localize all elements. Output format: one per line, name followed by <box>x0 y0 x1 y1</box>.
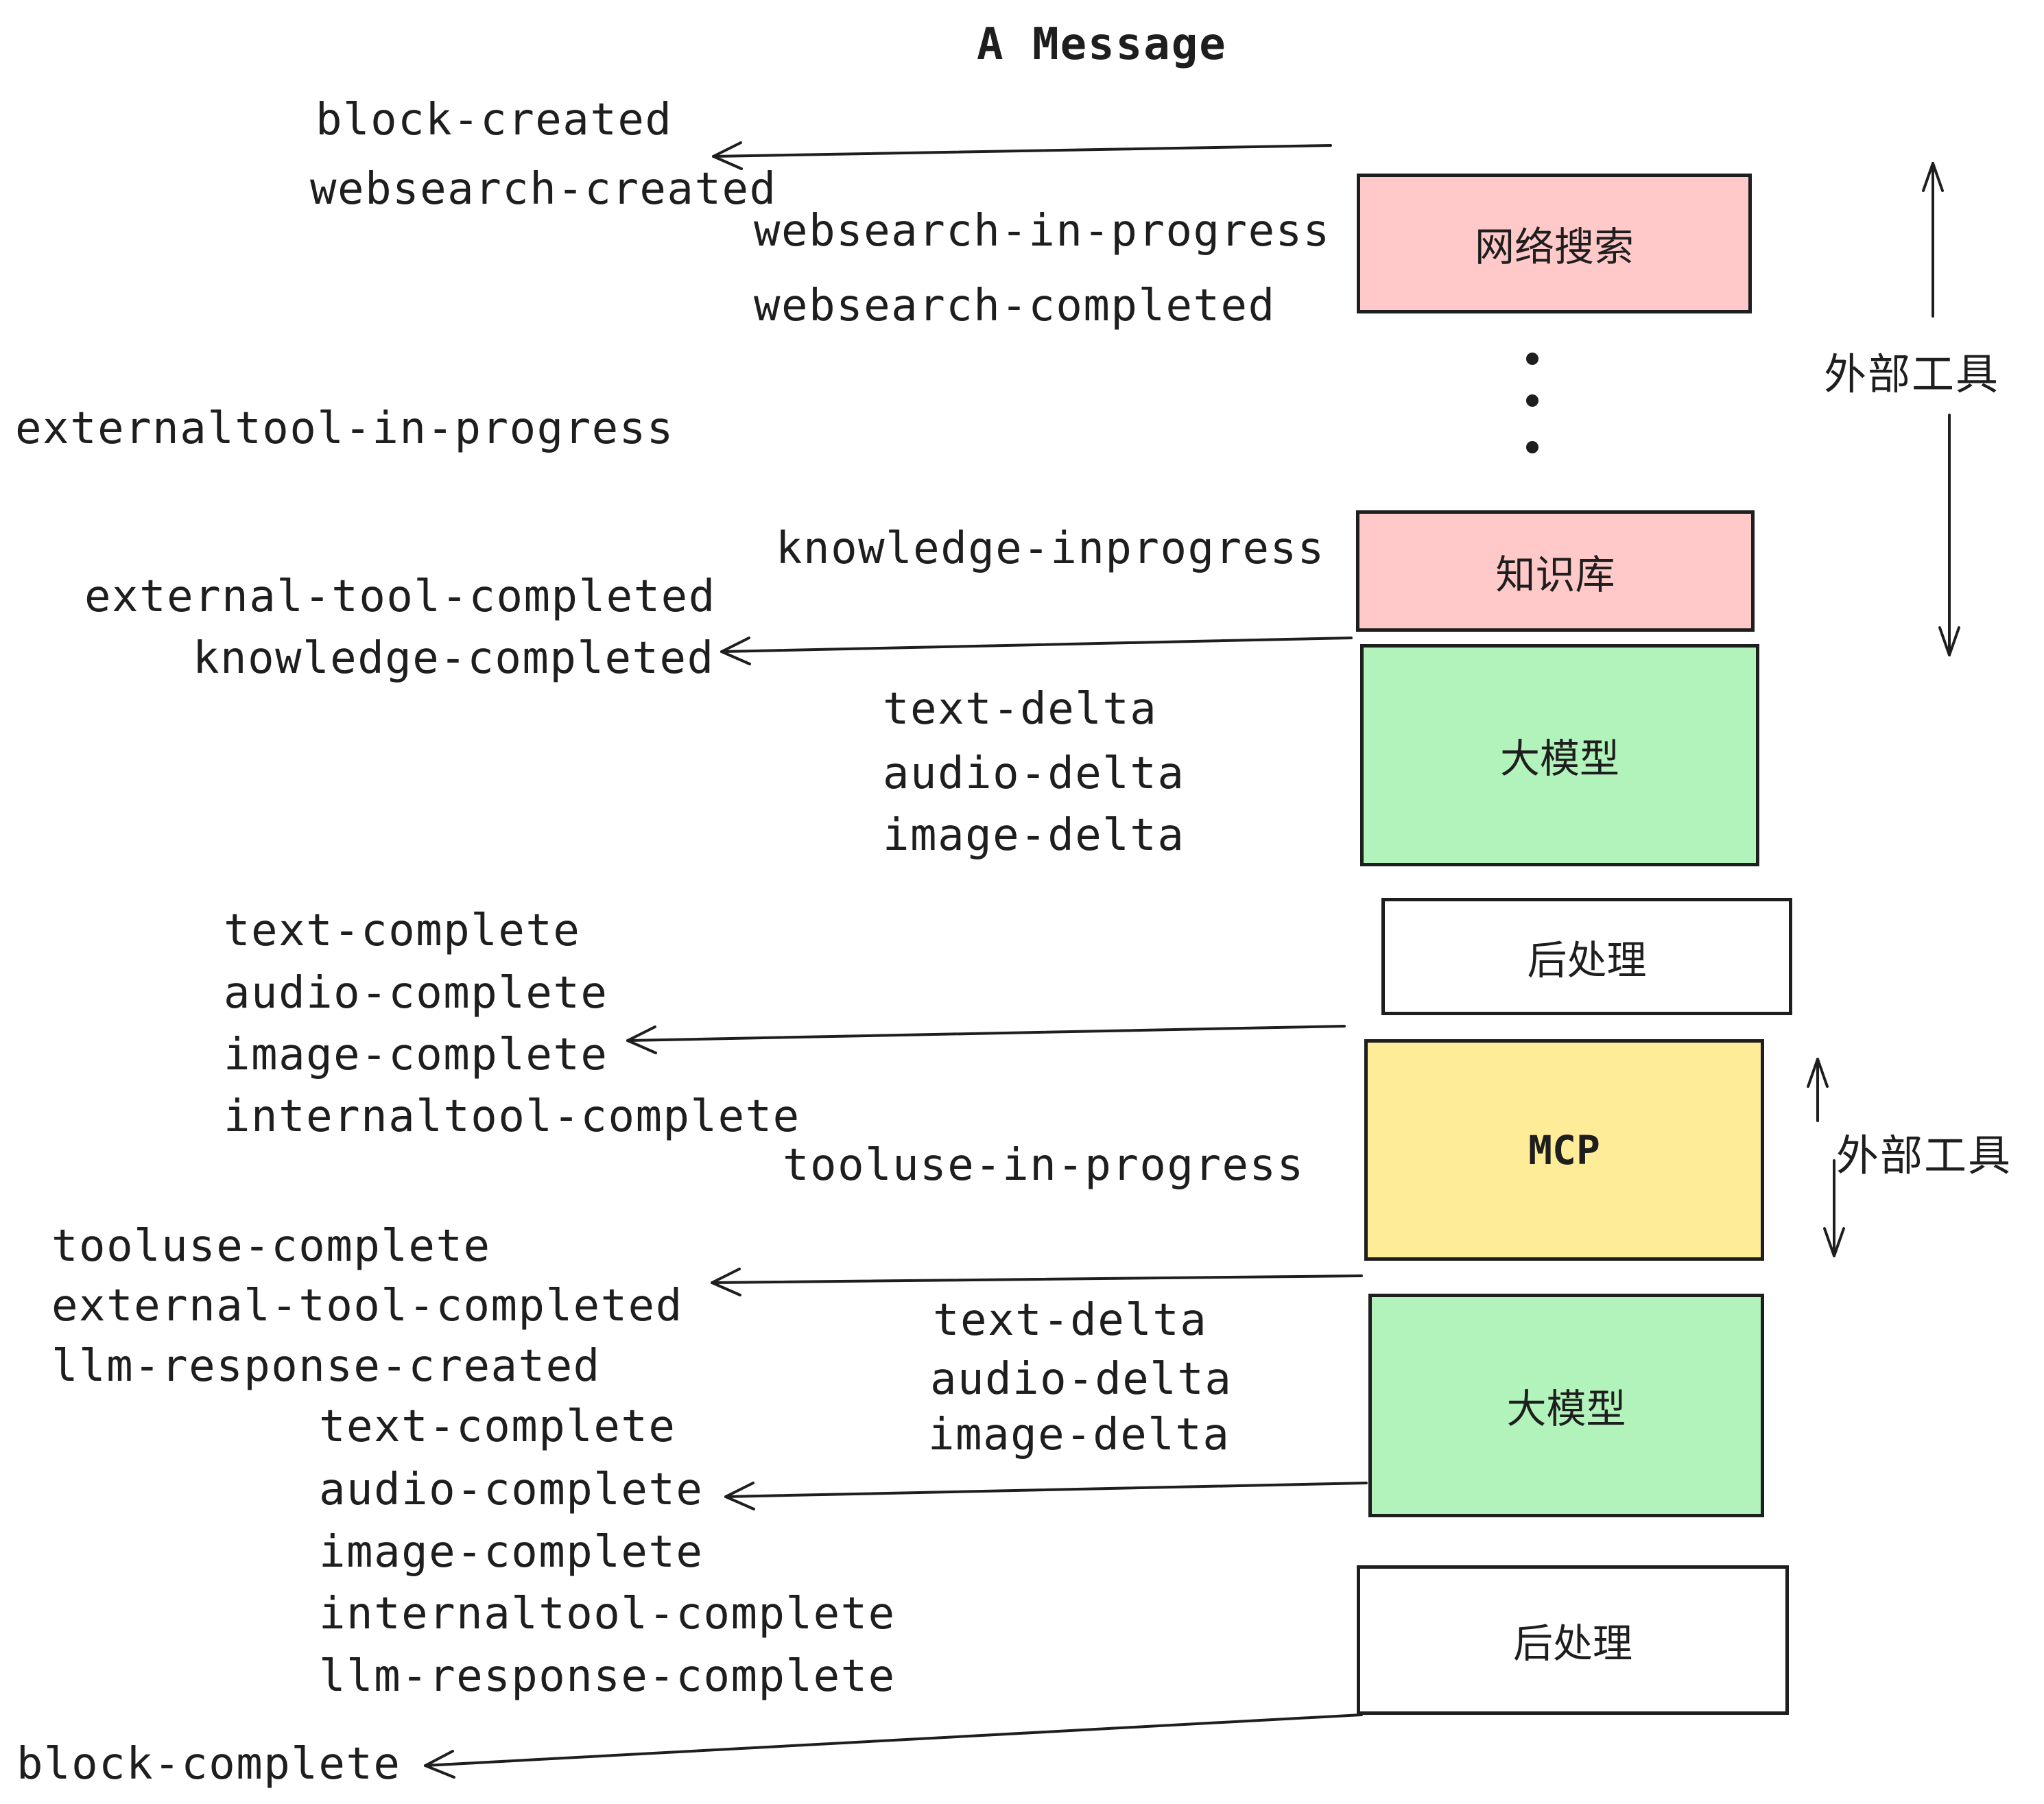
event-external-tool-completed-2: external-tool-completed <box>51 1281 683 1331</box>
event-text-complete-2: text-complete <box>319 1401 676 1452</box>
event-internaltool-complete: internaltool-complete <box>224 1091 800 1142</box>
arrow-down-icon <box>1938 414 1960 656</box>
event-audio-delta: audio-delta <box>883 748 1185 799</box>
arrow-left-icon <box>712 141 1332 170</box>
event-text-complete: text-complete <box>224 905 581 956</box>
arrow-left-icon <box>711 1268 1363 1296</box>
event-external-tool-completed: external-tool-completed <box>84 571 716 622</box>
event-block-complete: block-complete <box>16 1739 401 1790</box>
event-block-created: block-created <box>316 95 673 145</box>
box-websearch: 网络搜索 <box>1357 174 1752 313</box>
box-llm-2: 大模型 <box>1368 1294 1764 1517</box>
event-externaltool-in-progress: externaltool-in-progress <box>15 403 674 454</box>
box-knowledge: 知识库 <box>1356 510 1755 632</box>
event-image-complete: image-complete <box>224 1030 608 1080</box>
event-internaltool-complete-2: internaltool-complete <box>319 1589 896 1639</box>
event-audio-delta-2: audio-delta <box>930 1354 1233 1405</box>
event-websearch-completed: websearch-completed <box>754 281 1276 331</box>
external-tools-label-1: 外部工具 <box>1824 351 2000 399</box>
event-knowledge-completed: knowledge-completed <box>193 633 715 684</box>
arrow-left-icon <box>720 637 1353 665</box>
event-llm-response-created: llm-response-created <box>51 1341 601 1392</box>
external-tools-label-2: 外部工具 <box>1836 1132 2012 1180</box>
box-mcp-label: MCP <box>1528 1126 1600 1174</box>
arrow-left-icon <box>424 1713 1363 1779</box>
event-websearch-in-progress: websearch-in-progress <box>754 206 1331 257</box>
box-postprocess-1: 后处理 <box>1381 898 1792 1015</box>
box-mcp: MCP <box>1364 1039 1764 1261</box>
event-tooluse-complete: tooluse-complete <box>51 1221 491 1272</box>
event-websearch-created: websearch-created <box>310 164 777 215</box>
arrow-up-icon <box>1807 1058 1829 1122</box>
event-image-complete-2: image-complete <box>319 1527 704 1578</box>
arrow-left-icon <box>626 1025 1346 1054</box>
event-text-delta: text-delta <box>883 684 1158 735</box>
event-image-delta: image-delta <box>883 810 1185 861</box>
box-postprocess-2: 后处理 <box>1357 1565 1789 1715</box>
event-image-delta-2: image-delta <box>928 1410 1231 1460</box>
event-audio-complete-2: audio-complete <box>319 1464 704 1515</box>
arrow-left-icon <box>724 1482 1368 1510</box>
event-knowledge-inprogress: knowledge-inprogress <box>776 523 1325 574</box>
event-tooluse-in-progress: tooluse-in-progress <box>783 1140 1305 1191</box>
event-text-delta-2: text-delta <box>933 1295 1208 1346</box>
ellipsis-dots-icon <box>1526 353 1538 453</box>
page-title: A Message <box>977 19 1227 70</box>
box-llm-1: 大模型 <box>1360 644 1759 866</box>
event-llm-response-complete: llm-response-complete <box>319 1651 896 1702</box>
arrow-up-icon <box>1922 162 1944 318</box>
event-audio-complete: audio-complete <box>224 968 608 1019</box>
